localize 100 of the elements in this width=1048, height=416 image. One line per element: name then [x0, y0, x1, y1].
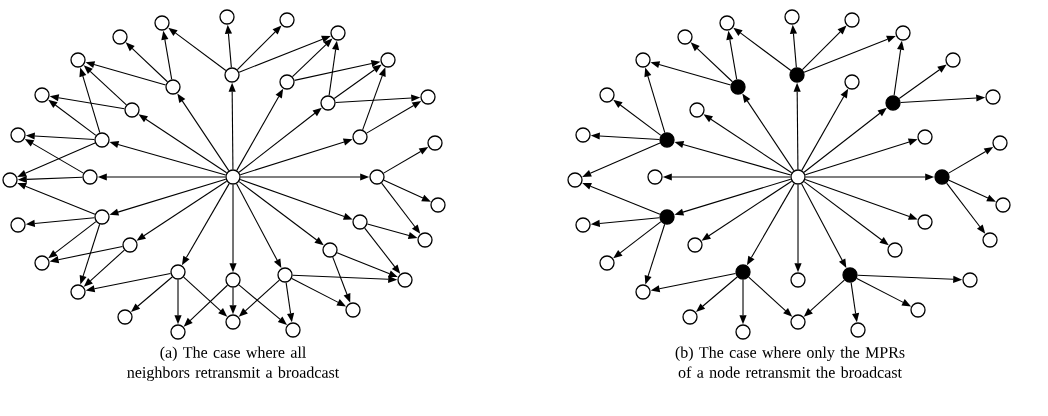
arrow: [746, 183, 795, 266]
arrow: [898, 64, 947, 100]
arrow: [168, 27, 227, 71]
network-node: [575, 217, 591, 233]
arrow: [229, 287, 237, 315]
arrow: [240, 173, 370, 181]
network-node: [345, 302, 361, 318]
arrow: [291, 38, 333, 78]
caption: (a) The case where all neighbors retransmit a broadcast: [127, 346, 340, 382]
network-node: [225, 272, 241, 288]
arrow: [17, 182, 96, 215]
network-node: [165, 79, 181, 95]
arrow: [239, 138, 353, 176]
arrow: [229, 184, 237, 273]
arrow: [228, 82, 236, 170]
arrow: [293, 60, 381, 81]
arrow: [793, 82, 801, 170]
network-node: [677, 29, 693, 45]
network-node: [170, 264, 186, 280]
network-node: [417, 232, 433, 248]
network-node: [917, 214, 933, 230]
arrow: [662, 173, 791, 181]
arrow: [582, 142, 661, 177]
arrow: [238, 181, 324, 246]
network-node: [895, 25, 911, 41]
arrow: [900, 94, 986, 104]
network-node: [647, 169, 663, 185]
network-node: [420, 89, 436, 105]
arrow: [590, 132, 660, 141]
source-node: [225, 169, 241, 185]
arrow: [674, 141, 792, 176]
arrow: [857, 274, 963, 283]
arrow: [335, 94, 421, 104]
arrow: [238, 35, 331, 73]
network-node: [844, 74, 860, 90]
arrow: [366, 100, 422, 134]
source-node: [790, 169, 806, 185]
arrow: [24, 138, 84, 174]
network-node: [10, 217, 26, 233]
arrow: [48, 99, 97, 136]
arrow: [789, 24, 798, 68]
arrow: [726, 30, 738, 80]
arrow: [893, 40, 905, 96]
arrow: [948, 179, 996, 202]
arrow: [174, 279, 182, 325]
arrow: [236, 25, 282, 71]
network-node: [117, 309, 133, 325]
network-node: [985, 89, 1001, 105]
arrow: [613, 221, 662, 259]
arrow: [801, 88, 849, 171]
arrow: [644, 67, 666, 134]
arrow: [650, 61, 732, 86]
network-node: [790, 314, 806, 330]
network-node: [70, 284, 86, 300]
arrow: [803, 279, 845, 317]
arrow: [674, 178, 792, 216]
arrow: [381, 182, 421, 234]
arrow: [181, 183, 230, 266]
network-node: [887, 242, 903, 258]
arrow: [25, 217, 95, 227]
arrow: [238, 279, 280, 317]
arrow: [236, 183, 282, 269]
arrow: [83, 249, 125, 287]
arrow: [328, 40, 340, 96]
network-node: [352, 129, 368, 145]
network-node: [277, 267, 293, 283]
arrow: [183, 284, 228, 327]
arrow: [224, 24, 233, 68]
arrow: [25, 132, 95, 141]
arrow: [803, 35, 896, 73]
network-node: [112, 29, 128, 45]
arrow: [804, 179, 918, 220]
network-node: [982, 232, 998, 248]
arrow: [183, 276, 228, 317]
network-node: [34, 87, 50, 103]
arrow: [803, 107, 887, 173]
arrow: [49, 246, 124, 264]
network-node: [575, 127, 591, 143]
network-node: [122, 237, 138, 253]
network-node: [427, 135, 443, 151]
arrow: [292, 274, 398, 283]
arrow: [805, 173, 935, 181]
arrow: [366, 223, 418, 239]
arrow: [742, 93, 795, 172]
network-node: [94, 132, 110, 148]
network-node: [82, 169, 98, 185]
arrow: [748, 276, 793, 317]
network-node: [945, 52, 961, 68]
network-node: [170, 324, 186, 340]
network-node: [397, 272, 413, 288]
network-node: [219, 9, 235, 25]
arrow: [362, 67, 386, 131]
arrow: [49, 94, 125, 110]
network-node: [94, 209, 110, 225]
network-node: [682, 309, 698, 325]
arrow: [644, 223, 666, 285]
network-node: [790, 272, 806, 288]
relay-node: [659, 209, 675, 225]
network-node: [635, 52, 651, 68]
arrow: [590, 217, 660, 227]
